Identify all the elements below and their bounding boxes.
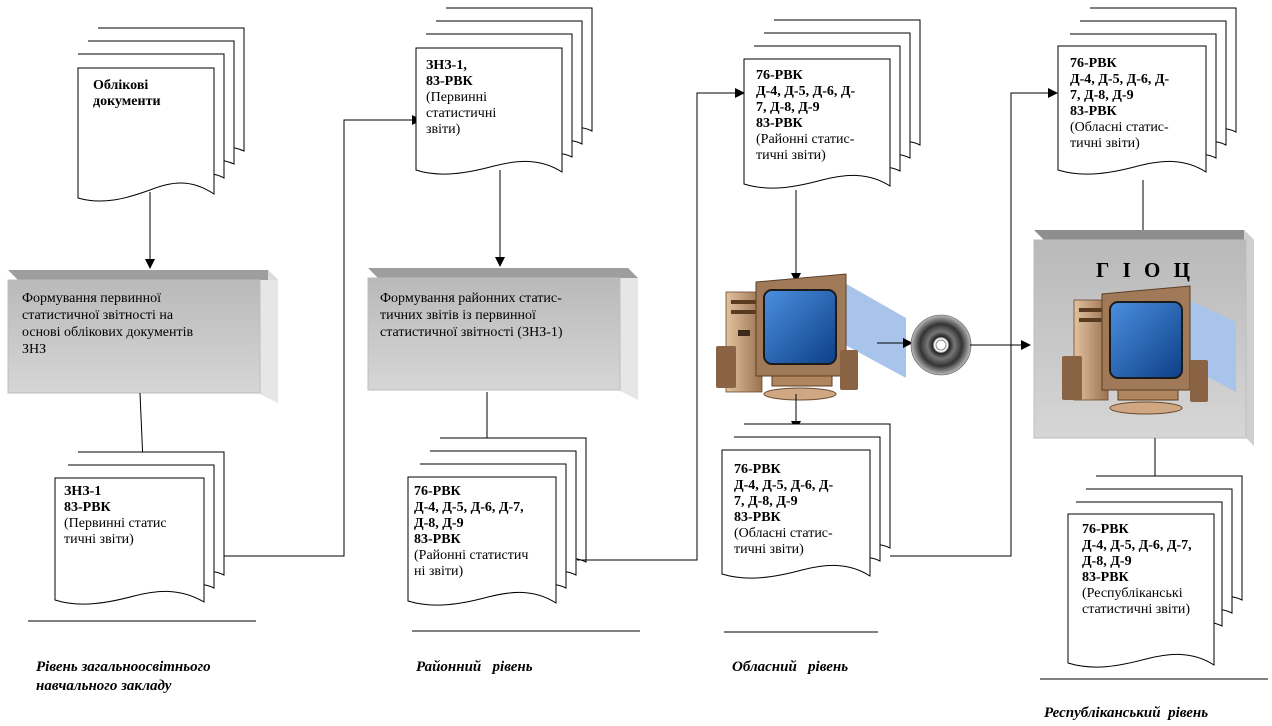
regional-reports-text-level4: 76-РВК Д-4, Д-5, Д-6, Д- 7, Д-8, Д-9 83-… xyxy=(1070,56,1169,152)
l2-in-n2: статистичні xyxy=(426,106,497,121)
l2-out-n1: (Районні статистич xyxy=(414,548,529,563)
l4-out-b3: Д-8, Д-9 xyxy=(1082,554,1132,569)
l4-in-b1: 76-РВК xyxy=(1070,56,1117,71)
level-label-school: Рівень загальноосвітнього навчального за… xyxy=(36,658,211,696)
l4-in-b2: Д-4, Д-5, Д-6, Д- xyxy=(1070,72,1170,87)
l4-out-b1: 76-РВК xyxy=(1082,522,1129,537)
l3-in-b3: 7, Д-8, Д-9 xyxy=(756,100,820,115)
process1-line4: ЗНЗ xyxy=(22,342,47,357)
l3-in-b4: 83-РВК xyxy=(756,116,803,131)
regional-reports-text: 76-РВК Д-4, Д-5, Д-6, Д- 7, Д-8, Д-9 83-… xyxy=(734,462,833,558)
process-box-level1 xyxy=(7,270,278,403)
l4-in-b3: 7, Д-8, Д-9 xyxy=(1070,88,1134,103)
regional-reports-stack xyxy=(721,423,891,579)
l3-in-n1: (Районні статис- xyxy=(756,132,855,147)
l1-out-b1: ЗНЗ-1 xyxy=(64,484,102,499)
accounting-doc-line2: документи xyxy=(93,94,161,109)
level-label-school-line1: Рівень загальноосвітнього xyxy=(36,659,211,675)
l2-out-b3: Д-8, Д-9 xyxy=(414,516,464,531)
primary-reports-stack-level1 xyxy=(54,451,225,605)
l3-in-b2: Д-4, Д-5, Д-6, Д- xyxy=(756,84,856,99)
l1-out-n2: тичні звіти) xyxy=(64,532,134,547)
l2-in-b2: 83-РВК xyxy=(426,74,473,89)
l2-out-n2: ні звіти) xyxy=(414,564,464,579)
l2-in-b1: ЗНЗ-1, xyxy=(426,58,467,73)
level-label-school-line2: навчального закладу xyxy=(36,678,172,694)
l2-out-b2: Д-4, Д-5, Д-6, Д-7, xyxy=(414,500,524,515)
republican-reports-stack xyxy=(1067,475,1243,668)
process2-line1: Формування районних статис- xyxy=(380,291,562,306)
l4-out-n1: (Республіканські xyxy=(1082,586,1183,601)
district-reports-text: 76-РВК Д-4, Д-5, Д-6, Д-7, Д-8, Д-9 83-Р… xyxy=(414,484,528,580)
district-reports-input-stack-level3 xyxy=(743,19,921,189)
process-box-level2 xyxy=(367,268,638,400)
l3-out-b1: 76-РВК xyxy=(734,462,781,477)
gioc-title: Г І О Ц xyxy=(1096,258,1194,282)
primary-reports-text-level2: ЗНЗ-1, 83-РВК (Первинні статистичні звіт… xyxy=(426,58,496,138)
level-label-republican: Республіканський рівень xyxy=(1044,705,1209,721)
republican-reports-text: 76-РВК Д-4, Д-5, Д-6, Д-7, Д-8, Д-9 83-Р… xyxy=(1082,522,1192,618)
level-label-district: Районний рівень xyxy=(416,659,533,675)
process-text-level2: Формування районних статис- тичних звіті… xyxy=(380,290,563,341)
server-computer-icon xyxy=(1062,285,1236,415)
regional-reports-input-stack-level4 xyxy=(1057,7,1237,175)
l3-out-b2: Д-4, Д-5, Д-6, Д- xyxy=(734,478,834,493)
l3-out-b3: 7, Д-8, Д-9 xyxy=(734,494,798,509)
l1-out-n1: (Первинні статис xyxy=(64,516,167,531)
process1-line1: Формування первинної xyxy=(22,291,161,306)
l3-in-n2: тичні звіти) xyxy=(756,148,826,163)
l3-out-n1: (Обласні статис- xyxy=(734,526,833,541)
accounting-documents-stack xyxy=(77,27,245,202)
l4-in-n1: (Обласні статис- xyxy=(1070,120,1169,135)
accounting-documents-text: Облікові документи xyxy=(93,78,161,110)
l3-out-n2: тичні звіти) xyxy=(734,542,804,557)
l2-in-n1: (Первинні xyxy=(426,90,487,105)
process-text-level1: Формування первинної статистичної звітно… xyxy=(22,290,193,358)
l4-in-b4: 83-РВК xyxy=(1070,104,1117,119)
level-label-regional: Обласний рівень xyxy=(732,659,849,675)
l2-in-n3: звіти) xyxy=(426,122,461,137)
district-reports-text-level3: 76-РВК Д-4, Д-5, Д-6, Д- 7, Д-8, Д-9 83-… xyxy=(756,68,855,164)
process1-line2: статистичної звітності на xyxy=(22,308,174,323)
primary-reports-text-level1: ЗНЗ-1 83-РВК (Первинні статис тичні звіт… xyxy=(64,484,167,548)
process2-line2: тичних звітів із первинної xyxy=(380,308,536,323)
l1-out-b2: 83-РВК xyxy=(64,500,111,515)
l4-out-n2: статистичні звіти) xyxy=(1082,602,1191,617)
accounting-doc-line1: Облікові xyxy=(93,78,149,93)
cd-disc-icon xyxy=(910,314,972,376)
l2-out-b4: 83-РВК xyxy=(414,532,461,547)
l3-in-b1: 76-РВК xyxy=(756,68,803,83)
l4-in-n2: тичні звіти) xyxy=(1070,136,1140,151)
process2-line3: статистичної звітності (ЗНЗ-1) xyxy=(380,325,563,340)
l4-out-b2: Д-4, Д-5, Д-6, Д-7, xyxy=(1082,538,1192,553)
primary-reports-input-stack-level2 xyxy=(415,7,593,175)
computer-icon xyxy=(716,273,906,401)
l4-out-b4: 83-РВК xyxy=(1082,570,1129,585)
l3-out-b4: 83-РВК xyxy=(734,510,781,525)
district-reports-stack xyxy=(407,437,587,606)
process1-line3: основі облікових документів xyxy=(22,325,194,340)
l2-out-b1: 76-РВК xyxy=(414,484,461,499)
